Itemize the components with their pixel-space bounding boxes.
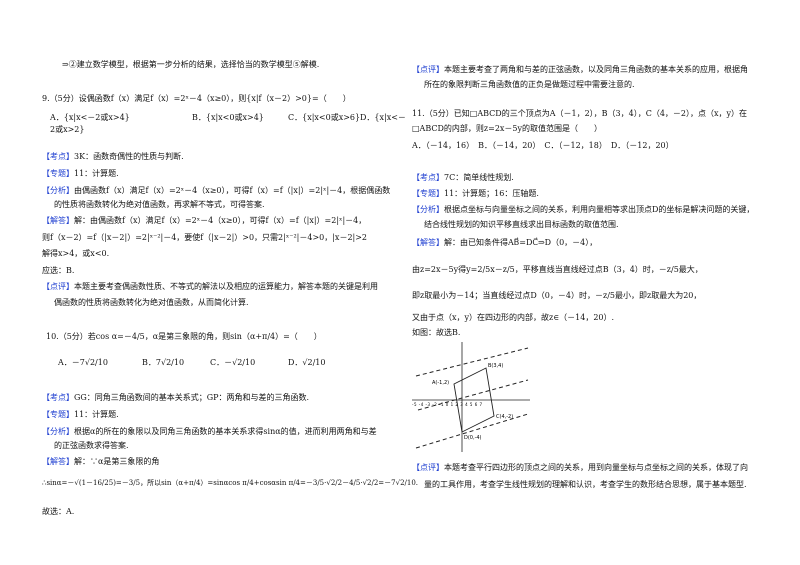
x-ticks: -5 -4 -3 -2 -1 0 1 2 3 4 5 6 7 — [412, 402, 483, 407]
fenxi-text: 的正弦函数求得答案. — [54, 441, 129, 450]
fenxi-text: 由偶函数f（x）满足f（x）=2ˣ－4（x≥0），可得f（x）=f（|x|）=2… — [74, 186, 391, 195]
option-d: D．√2/10 — [288, 358, 326, 367]
jieda-text: 应选：B. — [42, 266, 75, 275]
option-b: B．{x|x<0或x>4} — [192, 113, 264, 122]
jieda-text: 解得x>4，或x<0. — [42, 249, 110, 258]
jieda-text: 又由于点（x，y）在四边形的内部，故z∈（－14，20）. — [412, 313, 615, 322]
dianping-text: 量的工具作用，考查学生线性规划的理解和认识，考查学生的数形结合思想，属于基本题型… — [424, 480, 747, 489]
label-a: A(-1,2) — [432, 380, 449, 386]
question-11-cont: □ABCD的内部，则z=2x－5y的取值范围是（ ） — [412, 124, 603, 133]
fenxi-text: 根据α的所在的象限以及同角三角函数的基本关系求得sinα的值，进而利用两角和与差 — [74, 427, 377, 436]
zhuanti-text: 11：计算题. — [74, 410, 119, 419]
level-line-origin — [417, 379, 529, 411]
jieda-text: 则f（x－2）=f（|x－2|）=2|ˣ⁻²|－4，要使f（|x－2|）>0，只… — [42, 233, 368, 242]
zhuanti-tag: 【专题】 — [42, 410, 74, 419]
question-11: 11.（5分）已知□ABCD的三个顶点为A（－1，2），B（3，4），C（4，－… — [412, 109, 748, 118]
fenxi-tag: 【分析】 — [42, 186, 74, 195]
question-9: 9.（5分）设偶函数f（x）满足f（x）=2ˣ－4（x≥0），则{x|f（x－2… — [42, 94, 351, 103]
jieda-text: 故选：A. — [42, 507, 75, 516]
kaodian-text: GG：同角三角函数间的基本关系式；GP：两角和与差的三角函数. — [74, 393, 310, 402]
dianping-text: 本题主要考查偶函数性质、不等式的解法以及相应的运算能力，解答本题的关键是利用 — [74, 282, 378, 291]
dianping-tag: 【点评】 — [412, 65, 444, 74]
jieda-tag: 【解答】 — [42, 216, 74, 225]
label-b: B(3,4) — [488, 363, 503, 369]
jieda-text: 即z取最小为－14；当直线经过点D（0，－4）时，－z/5最小，即z取最大为20… — [412, 291, 702, 300]
jieda-text: 解：由偶函数f（x）满足f（x）=2ˣ－4（x≥0），可得f（x）=f（|x|）… — [74, 216, 367, 225]
text-line: ⇒②建立数学模型，根据第一步分析的结果，选择恰当的数学模型⑤解模. — [62, 60, 320, 69]
kaodian-tag: 【考点】 — [412, 173, 444, 182]
dianping-tag: 【点评】 — [412, 463, 444, 472]
option-b: B．7√2/10 — [142, 358, 185, 367]
kaodian-tag: 【考点】 — [42, 393, 74, 402]
option-c: C．－√2/10 — [210, 358, 256, 367]
level-line-d — [415, 413, 529, 449]
zhuanti-text: 11：计算题. — [74, 169, 119, 178]
option-a: A．－7√2/10 — [58, 358, 108, 367]
question-10: 10.（5分）若cos α=－4/5，α是第三象限的角，则sin（α+π/4）=… — [46, 332, 322, 341]
coordinate-graph: B(3,4) A(-1,2) C(4,-2) D(0,-4) -5 -4 -3 … — [412, 342, 530, 452]
dianping-text: 偶函数的性质将函数转化为绝对值函数，从而简化计算. — [54, 298, 249, 307]
zhuanti-tag: 【专题】 — [42, 169, 74, 178]
fenxi-text: 的性质将函数转化为绝对值函数，再求解不等式，可得答案. — [54, 200, 265, 209]
zhuanti-text: 11：计算题；16：压轴题. — [444, 189, 539, 198]
kaodian-text: 3K：函数奇偶性的性质与判断. — [74, 152, 184, 161]
fenxi-text: 结合线性规划的知识平移直线求出目标函数的取值范围. — [424, 220, 619, 229]
jieda-text: 解：∵α是第三象限的角 — [74, 457, 160, 466]
dianping-tag: 【点评】 — [42, 282, 74, 291]
fenxi-text: 根据点坐标与向量坐标之间的关系，利用向量相等求出顶点D的坐标是解决问题的关键， — [444, 205, 755, 214]
jieda-tag: 【解答】 — [42, 457, 74, 466]
jieda-text: 解：由已知条件得AB⃗=DC⃗⇒D（0，－4）， — [444, 238, 598, 247]
parallelogram — [453, 367, 495, 433]
jieda-text: ∴sinα=－√(1－16/25)=－3/5，所以sin（α+π/4）=sinα… — [42, 479, 419, 487]
level-line-b — [415, 347, 529, 377]
dianping-text: 本题考查平行四边形的顶点之间的关系，用到向量坐标与点坐标之间的关系，体现了向 — [444, 463, 748, 472]
kaodian-text: 7C：简单线性规划. — [444, 173, 514, 182]
label-d: D(0,-4) — [464, 435, 482, 441]
dianping-text: 所在的象限判断三角函数值的正负是做题过程中需要注意的. — [424, 80, 635, 89]
option-c: C．{x|x<0或x>6} — [288, 113, 361, 122]
jieda-text: 由z=2x－5y得y=2/5x－z/5，平移直线当直线经过点B（3，4）时，－z… — [412, 265, 703, 274]
kaodian-tag: 【考点】 — [42, 152, 74, 161]
option-d-cont: 2或x>2} — [50, 125, 85, 134]
zhuanti-tag: 【专题】 — [412, 189, 444, 198]
dianping-text: 本题主要考查了两角和与差的正弦函数，以及同角三角函数的基本关系的应用，根据角 — [444, 65, 748, 74]
fenxi-tag: 【分析】 — [42, 427, 74, 436]
question-11-options: A．（－14，16） B．（－14，20） C．（－12，18） D．（－12，… — [412, 141, 674, 150]
fenxi-tag: 【分析】 — [412, 205, 444, 214]
option-a: A．{x|x<－2或x>4} — [50, 113, 130, 122]
option-d: D．{x|x<－ — [360, 113, 406, 122]
jieda-tag: 【解答】 — [412, 238, 444, 247]
jieda-text: 如图：故选B. — [412, 328, 461, 337]
label-c: C(4,-2) — [496, 414, 513, 420]
